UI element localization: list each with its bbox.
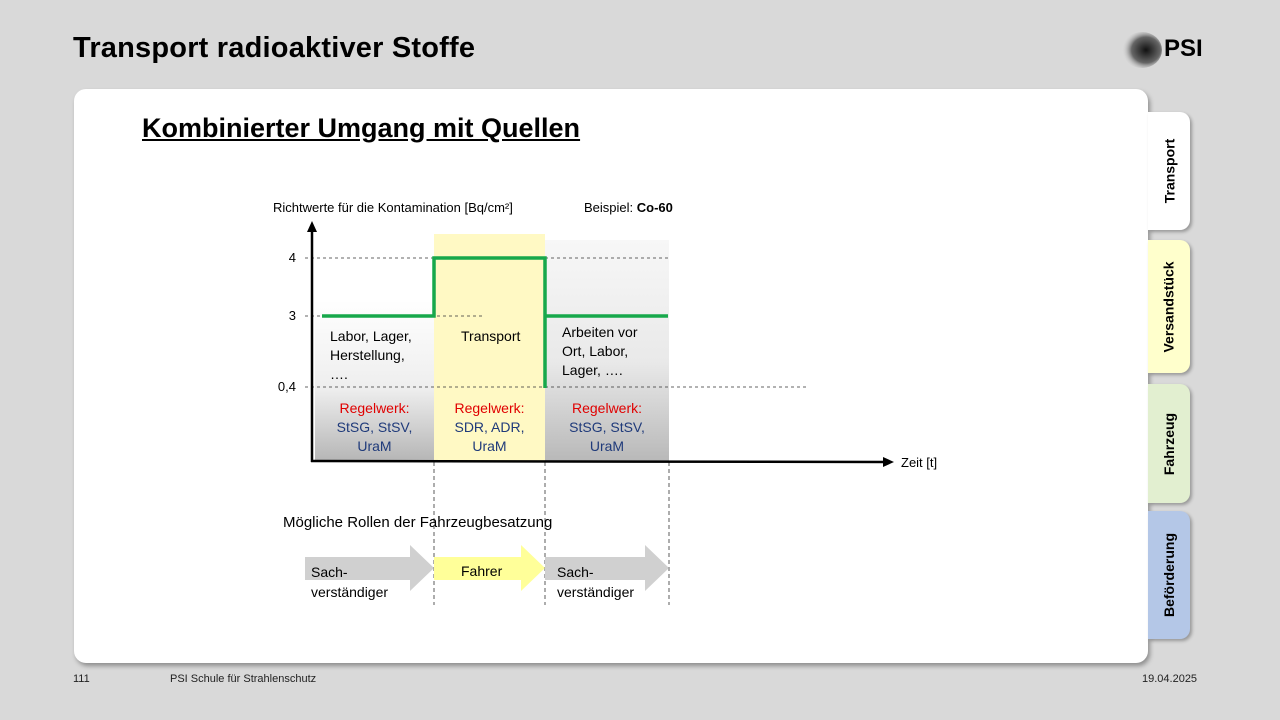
role-label-line: verständiger xyxy=(557,584,635,600)
role-label-line: Fahrer xyxy=(461,563,503,579)
example-prefix: Beispiel: xyxy=(584,200,637,215)
tab-fahrzeug[interactable]: Fahrzeug xyxy=(1148,384,1190,503)
y-axis-title: Richtwerte für die Kontamination [Bq/cm²… xyxy=(273,200,513,215)
footer-date: 19.04.2025 xyxy=(1142,673,1198,685)
role-arrow-1 xyxy=(305,545,434,591)
role-label-2: Fahrer xyxy=(461,561,502,581)
phase-label-line: Transport xyxy=(461,328,521,344)
regelwerk-1: Regelwerk: StSG, StSV, UraM xyxy=(317,399,432,456)
example-label: Beispiel: Co-60 xyxy=(584,200,673,215)
psi-logo: PSI xyxy=(1112,30,1212,70)
regelwerk-rules: StSG, StSV, xyxy=(569,419,645,435)
tab-befoerderung[interactable]: Beförderung xyxy=(1148,511,1190,639)
regelwerk-rules: UraM xyxy=(472,438,507,454)
y-axis-arrow-icon xyxy=(307,221,317,232)
role-arrow-3 xyxy=(545,545,669,591)
regelwerk-3: Regelwerk: StSG, StSV, UraM xyxy=(547,399,667,456)
slide-subtitle: Kombinierter Umgang mit Quellen xyxy=(142,113,581,143)
phase-band-transport xyxy=(434,234,545,462)
role-label-1: Sach- verständiger xyxy=(311,562,388,602)
regelwerk-2: Regelwerk: SDR, ADR, UraM xyxy=(434,399,545,456)
tab-transport[interactable]: Transport xyxy=(1148,112,1190,230)
regelwerk-rules: SDR, ADR, xyxy=(454,419,525,435)
page-number: 111 xyxy=(73,673,90,685)
regelwerk-rules: UraM xyxy=(589,438,625,454)
x-axis xyxy=(310,459,886,464)
x-axis-arrow-icon xyxy=(883,457,894,467)
y-tick-label: 3 xyxy=(288,308,296,323)
phase-label-line: Arbeiten vor xyxy=(562,324,638,340)
footer-org: PSI Schule für Strahlenschutz xyxy=(170,673,317,685)
example-nuclide: Co-60 xyxy=(636,200,673,215)
psi-logo-text: PSI xyxy=(1164,35,1203,62)
role-label-3: Sach- verständiger xyxy=(557,562,634,602)
page-title: Transport radioaktiver Stoffe xyxy=(73,32,476,64)
x-axis-title: Zeit [t] xyxy=(901,455,938,470)
role-label-line: Sach- xyxy=(557,564,594,580)
tab-versandstueck[interactable]: Versandstück xyxy=(1148,240,1190,373)
y-tick-label: 4 xyxy=(288,250,296,265)
role-arrow-2 xyxy=(434,545,545,591)
regelwerk-heading: Regelwerk: xyxy=(571,400,643,416)
psi-logo-mark-icon xyxy=(1122,32,1162,68)
phase-label-line: Herstellung, xyxy=(330,347,405,363)
regelwerk-heading: Regelwerk: xyxy=(339,400,410,416)
phase-label-2: Transport xyxy=(461,327,520,346)
contamination-limit-line xyxy=(322,256,668,388)
phase-label-3: Arbeiten vor Ort, Labor, Lager, …. xyxy=(562,323,637,380)
y-tick-label: 0,4 xyxy=(277,379,296,394)
phase-label-line: …. xyxy=(330,366,348,382)
phase-label-1: Labor, Lager, Herstellung, …. xyxy=(330,327,412,384)
phase-band-3 xyxy=(545,240,669,462)
phase-band-1 xyxy=(315,300,434,462)
role-label-line: verständiger xyxy=(311,584,389,600)
phase-label-line: Lager, …. xyxy=(562,362,623,378)
phase-label-line: Labor, Lager, xyxy=(330,328,412,344)
regelwerk-rules: UraM xyxy=(357,438,392,454)
roles-title: Mögliche Rollen der Fahrzeugbesatzung xyxy=(283,514,553,531)
regelwerk-rules: StSG, StSV, xyxy=(336,419,413,435)
phase-label-line: Ort, Labor, xyxy=(562,343,629,359)
regelwerk-heading: Regelwerk: xyxy=(454,400,525,416)
role-label-line: Sach- xyxy=(311,564,348,580)
